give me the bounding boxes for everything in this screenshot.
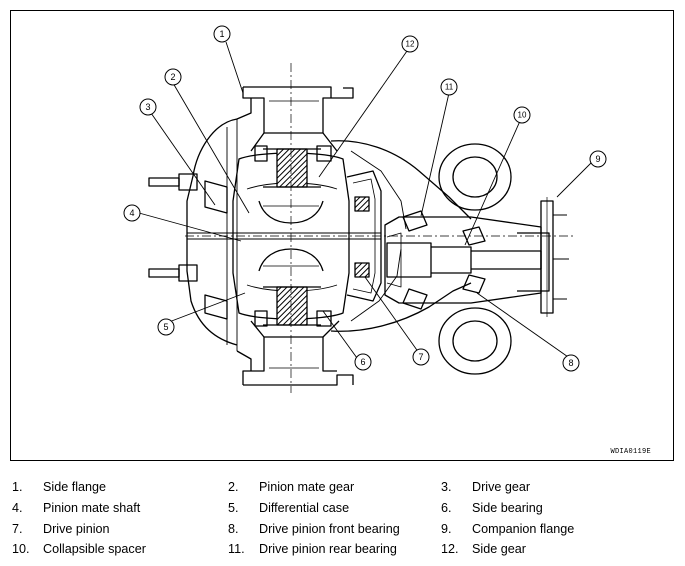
- legend-label: Drive gear: [472, 480, 531, 495]
- callout-4: 4: [129, 208, 134, 218]
- legend-item: 5. Differential case: [228, 501, 441, 515]
- legend-label: Side flange: [43, 480, 107, 495]
- diagram-frame: 1 2 3 4 5 6 7 8 9 10 11 12 WDIA0119E: [10, 10, 674, 461]
- mounting-boss-lower: [438, 307, 512, 375]
- callout-6: 6: [360, 357, 365, 367]
- figure-code: WDIA0119E: [610, 448, 651, 456]
- legend-label: Collapsible spacer: [43, 542, 146, 557]
- callout-12: 12: [406, 40, 415, 49]
- legend-number: 4.: [12, 501, 23, 516]
- legend-label: Drive pinion rear bearing: [259, 542, 397, 557]
- legend-label: Pinion mate shaft: [43, 501, 141, 516]
- differential-cross-section-drawing: 1 2 3 4 5 6 7 8 9 10 11 12: [123, 25, 607, 393]
- side-flange-top: [242, 86, 354, 152]
- side-gear-lower: [263, 286, 321, 326]
- legend-label: Differential case: [259, 501, 350, 516]
- legend-item: 6. Side bearing: [441, 501, 671, 515]
- legend-number: 5.: [228, 501, 239, 516]
- drive-pinion: [386, 232, 542, 288]
- callout-8: 8: [568, 358, 573, 368]
- carrier-housing: [186, 98, 472, 371]
- carrier-bolts-left: [148, 173, 228, 320]
- legend-item: 7. Drive pinion: [12, 522, 228, 536]
- legend-label: Pinion mate gear: [259, 480, 355, 495]
- callout-circles: [123, 25, 607, 372]
- companion-flange: [517, 197, 569, 317]
- mounting-boss-upper: [438, 143, 512, 211]
- side-gear-upper: [263, 148, 321, 188]
- legend-row: 7. Drive pinion 8. Drive pinion front be…: [12, 518, 672, 539]
- legend-item: 8. Drive pinion front bearing: [228, 522, 441, 536]
- pinion-mate-shaft: [187, 232, 381, 240]
- legend-number: 10.: [12, 542, 30, 557]
- legend-label: Drive pinion front bearing: [259, 521, 400, 536]
- legend-number: 3.: [441, 480, 452, 495]
- callout-2: 2: [170, 72, 175, 82]
- legend-label: Side bearing: [472, 501, 543, 516]
- legend-item: 12. Side gear: [441, 542, 671, 556]
- callout-9: 9: [595, 154, 600, 164]
- callout-10: 10: [518, 111, 527, 120]
- side-bearings: [254, 145, 332, 327]
- legend-number: 2.: [228, 480, 239, 495]
- callout-7: 7: [418, 352, 423, 362]
- legend-item: 3. Drive gear: [441, 480, 671, 494]
- legend-item: 11. Drive pinion rear bearing: [228, 542, 441, 556]
- legend-row: 4. Pinion mate shaft 5. Differential cas…: [12, 498, 672, 519]
- callout-11: 11: [445, 83, 454, 92]
- center-lines: [185, 63, 573, 393]
- legend-label: Companion flange: [472, 521, 575, 536]
- callout-1: 1: [219, 29, 224, 39]
- legend-number: 11.: [228, 542, 245, 557]
- legend-item: 4. Pinion mate shaft: [12, 501, 228, 515]
- leader-lines: [138, 41, 592, 360]
- parts-legend: 1. Side flange 2. Pinion mate gear 3. Dr…: [12, 477, 672, 560]
- pinion-bearings: [402, 210, 486, 310]
- legend-number: 1.: [12, 480, 23, 495]
- legend-item: 2. Pinion mate gear: [228, 480, 441, 494]
- legend-item: 1. Side flange: [12, 480, 228, 494]
- legend-label: Side gear: [472, 542, 526, 557]
- legend-number: 12.: [441, 542, 459, 557]
- callout-5: 5: [163, 322, 168, 332]
- legend-row: 10. Collapsible spacer 11. Drive pinion …: [12, 539, 672, 560]
- legend-number: 7.: [12, 521, 23, 536]
- side-flange-bottom: [242, 320, 354, 386]
- legend-item: 9. Companion flange: [441, 522, 671, 536]
- legend-item: 10. Collapsible spacer: [12, 542, 228, 556]
- legend-number: 8.: [228, 521, 239, 536]
- legend-number: 9.: [441, 521, 452, 536]
- callout-3: 3: [145, 102, 150, 112]
- legend-label: Drive pinion: [43, 521, 110, 536]
- legend-row: 1. Side flange 2. Pinion mate gear 3. Dr…: [12, 477, 672, 498]
- legend-number: 6.: [441, 501, 452, 516]
